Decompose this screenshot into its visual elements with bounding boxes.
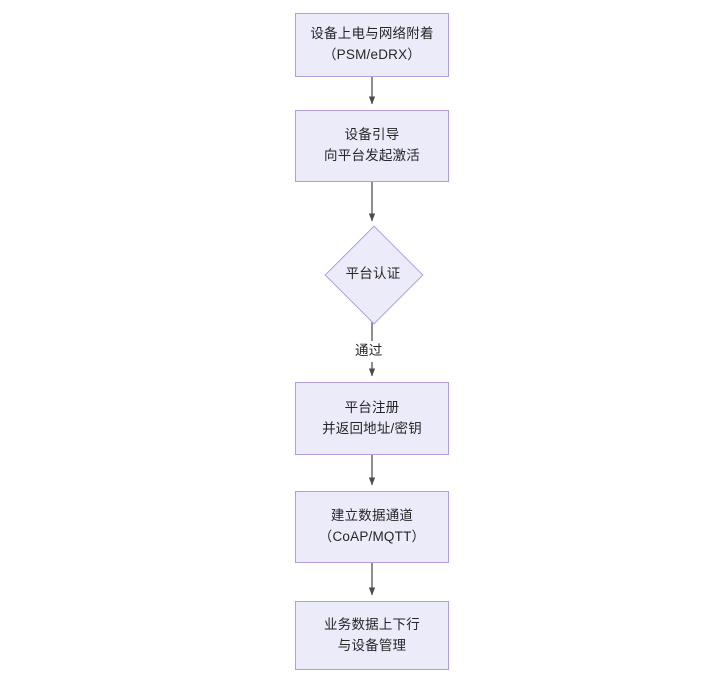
node-label: 设备引导 向平台发起激活 bbox=[324, 127, 420, 163]
node-label: 设备上电与网络附着 （PSM/eDRX） bbox=[310, 26, 434, 62]
node-label: 业务数据上下行 与设备管理 bbox=[324, 616, 420, 653]
node-platform-registration[interactable]: 平台注册 并返回地址/密钥 bbox=[295, 382, 449, 455]
node-business-data-and-device-management[interactable]: 业务数据上下行 与设备管理 bbox=[295, 601, 449, 670]
node-platform-authentication[interactable]: 平台认证 bbox=[324, 225, 424, 325]
node-label: 平台注册 并返回地址/密钥 bbox=[322, 399, 422, 436]
node-device-bootstrap[interactable]: 设备引导 向平台发起激活 bbox=[295, 110, 449, 182]
node-label: 建立数据通道 （CoAP/MQTT） bbox=[318, 508, 426, 544]
node-device-power-on[interactable]: 设备上电与网络附着 （PSM/eDRX） bbox=[295, 13, 449, 77]
node-label: 平台认证 bbox=[345, 265, 401, 281]
node-establish-data-channel[interactable]: 建立数据通道 （CoAP/MQTT） bbox=[295, 491, 449, 563]
edge-label-pass: 通过 bbox=[352, 341, 386, 362]
